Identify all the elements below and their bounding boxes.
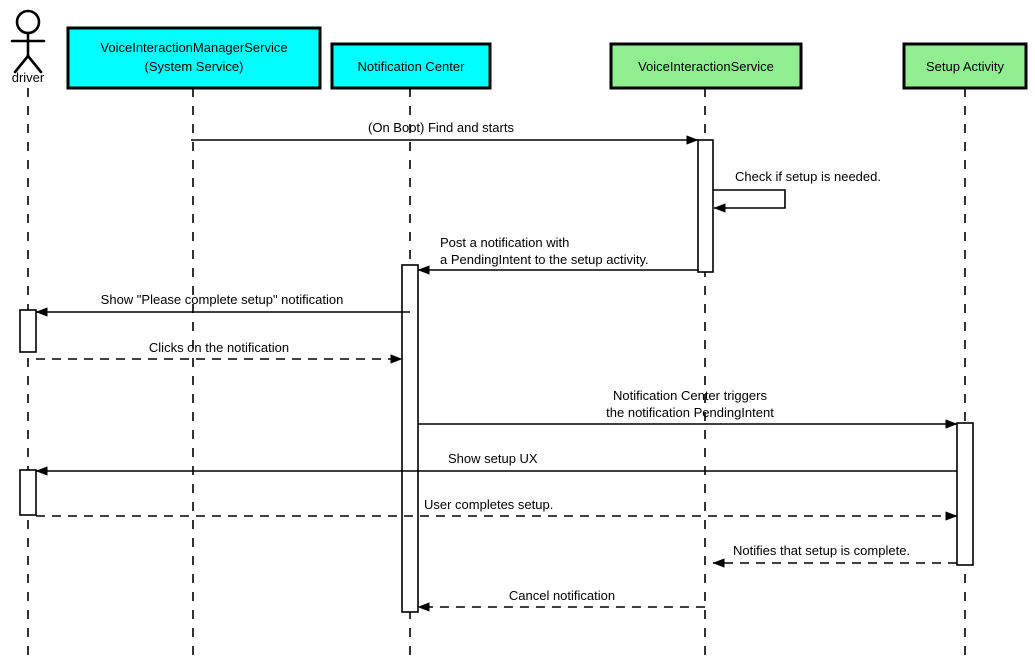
message-m10[interactable]: Cancel notification [417,588,705,612]
message-m4[interactable]: Show "Please complete setup" notificatio… [35,292,410,317]
message-label-m3-line1: Post a notification with [440,235,569,250]
message-label-m6-line2: the notification PendingIntent [606,405,774,420]
participant-label-notification-center: Notification Center [358,59,466,74]
actor-left-leg-icon [13,54,30,74]
message-m9[interactable]: Notifies that setup is complete. [712,543,957,568]
actor-right-leg-icon [26,54,43,74]
participant-label-setup-activity: Setup Activity [926,59,1005,74]
participant-box-setup-activity[interactable] [902,42,1028,90]
message-m2[interactable]: Check if setup is needed. [713,169,881,213]
participant-vims[interactable]: VoiceInteractionManagerService (System Se… [66,26,322,90]
participant-box-notification-center[interactable] [330,42,492,90]
message-m3[interactable]: Post a notification with a PendingIntent … [417,235,698,275]
participant-label-vims-line1: VoiceInteractionManagerService [100,40,287,55]
participant-setup-activity[interactable]: Setup Activity [902,42,1028,90]
message-label-m5: Clicks on the notification [149,340,289,355]
message-label-m6-line1: Notification Center triggers [613,388,767,403]
message-label-m8: User completes setup. [424,497,553,512]
participant-box-voice-interaction-service[interactable] [609,42,803,90]
activation-bar-notification-center [401,264,419,613]
message-label-m10: Cancel notification [509,588,615,603]
message-label-m1: (On Boot) Find and starts [368,120,514,135]
activation-bar-voice-interaction-service [697,139,714,273]
message-m5[interactable]: Clicks on the notification [36,340,403,364]
activation-bar-driver [19,309,37,353]
activation-bar-driver [19,469,37,516]
message-arrow-m2 [713,189,786,213]
message-label-m7: Show setup UX [448,451,538,466]
participant-driver[interactable]: driver [10,9,46,85]
participant-box-vims[interactable] [66,26,322,90]
actor-head-icon [15,9,41,35]
message-label-m3-line2: a PendingIntent to the setup activity. [440,252,649,267]
message-m8[interactable]: User completes setup. [36,497,958,521]
participant-voice-interaction-service[interactable]: VoiceInteractionService [609,42,803,90]
activations-layer [19,139,974,613]
message-label-m9: Notifies that setup is complete. [733,543,910,558]
participant-label-vims-line2: (System Service) [145,59,244,74]
participant-label-voice-interaction-service: VoiceInteractionService [638,59,774,74]
message-m1[interactable]: (On Boot) Find and starts [191,120,699,145]
message-label-m2: Check if setup is needed. [735,169,881,184]
participant-notification-center[interactable]: Notification Center [330,42,492,90]
message-m6[interactable]: Notification Center triggers the notifica… [418,388,958,429]
participant-label-driver: driver [12,70,45,85]
message-label-m4: Show "Please complete setup" notificatio… [101,292,344,307]
activation-bar-setup-activity [956,422,974,566]
message-m7[interactable]: Show setup UX [35,451,957,476]
participants-layer: driver VoiceInteractionManagerService (Sys… [10,9,1028,90]
